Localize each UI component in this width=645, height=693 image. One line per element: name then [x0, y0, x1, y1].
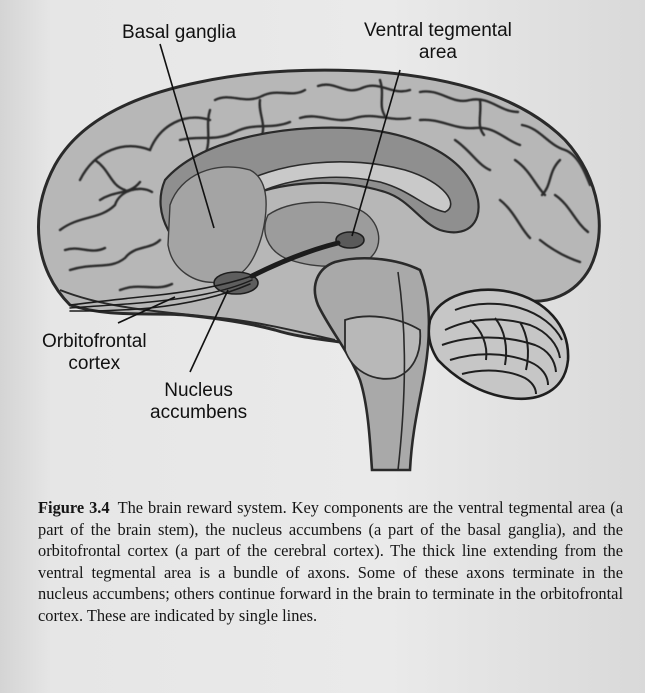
ventral-tegmental-area-label-line1: Ventral tegmental — [364, 20, 512, 41]
orbitofrontal-cortex-label: Orbitofrontal cortex — [42, 331, 147, 375]
cortex-folds — [58, 78, 592, 292]
orbitofrontal-cortex-label-line2: cortex — [68, 353, 121, 374]
label-leader-lines — [117, 43, 401, 373]
thalamus — [264, 201, 380, 267]
basal-ganglia-label: Basal ganglia — [122, 22, 237, 43]
ventral-tegmental-area-label: Ventral tegmental area — [364, 20, 512, 64]
nucleus-accumbens-label: Nucleus accumbens — [150, 380, 247, 424]
caption-text: The brain reward system. Key components … — [38, 498, 624, 625]
pons — [344, 315, 422, 380]
cerebellum — [427, 288, 570, 401]
orbitofrontal-cortex-label-line1: Orbitofrontal — [42, 331, 147, 352]
ventral-tegmental-area-structure — [335, 231, 365, 249]
nucleus-accumbens-label-line2: accumbens — [150, 402, 248, 423]
basal-ganglia-region — [167, 166, 267, 284]
brain-diagram — [37, 43, 601, 472]
figure-number: Figure 3.4 — [38, 498, 110, 517]
nucleus-accumbens-label-line1: Nucleus — [164, 380, 233, 401]
ventral-tegmental-area-label-line2: area — [418, 42, 457, 63]
lateral-ventricle — [228, 161, 452, 213]
